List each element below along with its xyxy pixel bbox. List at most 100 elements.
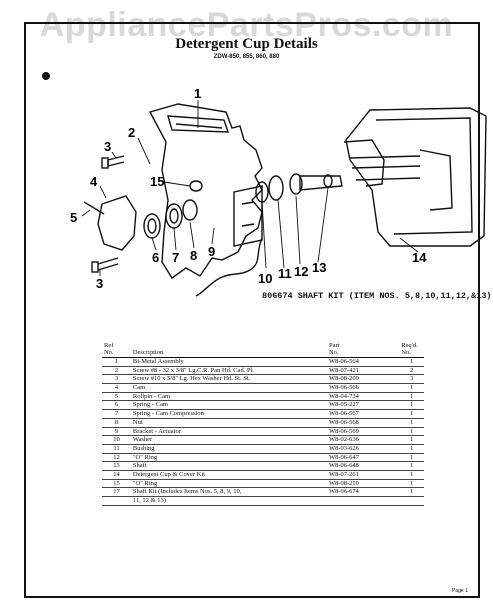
description-cell: Cam <box>130 383 327 393</box>
bushing-11 <box>268 175 284 201</box>
table-row: 11, 12 & 13) <box>102 496 424 506</box>
description-cell: "O" Ring <box>130 479 327 489</box>
part-number-cell: W8-03-626 <box>326 444 400 454</box>
nut <box>182 199 198 221</box>
ref-cell: 9 <box>102 427 131 437</box>
ref-cell: 12 <box>102 453 131 463</box>
description-cell: Spring - Cam <box>130 400 327 411</box>
part-number-cell: W8-06-567 <box>326 409 400 419</box>
wire-lead <box>195 237 263 297</box>
description-cell: Bi-Metal Assembly <box>130 357 327 367</box>
quantity-cell: 2 <box>399 366 424 376</box>
part-number-cell: W8-08-209 <box>326 374 400 385</box>
description-cell: Screw #10 x 5/8" Lg. Hex Washer Hd. St. … <box>130 374 327 385</box>
description-cell: 11, 12 & 13) <box>130 496 327 506</box>
quantity-cell: 1 <box>399 357 424 367</box>
quantity-cell: 1 <box>399 427 424 437</box>
part-number-cell: W8-07-261 <box>326 470 400 480</box>
part-number-cell: W8-07-421 <box>326 366 400 376</box>
screw-3-bottom <box>97 257 119 271</box>
callout-2: 2 <box>128 125 135 140</box>
description-cell: Nut <box>130 418 327 428</box>
description-header: Description <box>130 342 327 358</box>
shaft-13 <box>299 175 343 191</box>
bi-metal-assembly <box>148 103 263 280</box>
page-footer: Page 1 <box>452 588 468 594</box>
reqd-no-header: Req'd.No. <box>399 342 424 358</box>
o-ring-12 <box>289 173 303 195</box>
bullet-dot <box>42 72 50 80</box>
ref-cell: 6 <box>102 400 131 411</box>
quantity-cell: 1 <box>399 400 424 411</box>
quantity-cell: 1 <box>399 435 424 445</box>
callout-10: 10 <box>258 271 272 286</box>
description-cell: Bushing <box>130 444 327 454</box>
part-number-cell: W8-08-210 <box>326 479 400 489</box>
page-frame <box>24 22 480 598</box>
callout-5: 5 <box>70 210 77 225</box>
part-number-cell: W8-06-566 <box>326 383 400 393</box>
description-cell: Shaft Kit (Includes Items Nos. 5, 8, 9, … <box>130 487 327 497</box>
watermark: AppliancePartsPros.com <box>39 6 454 44</box>
callout-3-bottom: 3 <box>96 276 103 291</box>
quantity-cell: 1 <box>399 453 424 463</box>
quantity-cell <box>399 496 424 506</box>
description-cell: Detergent Cup & Cover Kit <box>130 470 327 480</box>
quantity-cell: 1 <box>399 392 424 402</box>
callout-1: 1 <box>194 86 201 101</box>
part-number-cell <box>326 496 400 506</box>
callout-9: 9 <box>208 244 215 259</box>
ref-cell: 15 <box>102 479 131 489</box>
ref-cell: 14 <box>102 470 131 480</box>
ref-cell: 7 <box>102 409 131 419</box>
page-title: Detergent Cup Details <box>175 36 318 52</box>
part-number-cell: W8-06-648 <box>326 461 400 471</box>
callout-8: 8 <box>190 248 197 263</box>
part-number-cell: W8-05-227 <box>326 400 400 411</box>
ref-cell: 5 <box>102 392 131 402</box>
quantity-cell: 1 <box>399 487 424 497</box>
description-cell: Bracket - Actuator <box>130 427 327 437</box>
callout-3-top: 3 <box>104 139 111 154</box>
part-number-cell: W8-06-564 <box>326 357 400 367</box>
actuator-bracket <box>233 185 263 247</box>
callout-11: 11 <box>278 266 292 281</box>
ref-cell: 11 <box>102 444 131 454</box>
callout-14: 14 <box>412 250 427 265</box>
quantity-cell: 1 <box>399 479 424 489</box>
quantity-cell: 1 <box>399 461 424 471</box>
callout-labels: 1 2 3 4 5 6 7 8 9 10 11 12 13 14 15 3 <box>70 86 427 291</box>
part-number-cell: W8-02-636 <box>326 435 400 445</box>
part-number-cell: W8-06-568 <box>326 418 400 428</box>
callout-6: 6 <box>152 250 159 265</box>
ref-cell: 1 <box>102 357 131 367</box>
o-ring-15 <box>189 180 203 192</box>
spring-cam <box>143 213 161 239</box>
leader-lines <box>81 100 419 276</box>
spring-compression <box>165 203 183 229</box>
quantity-cell: 1 <box>399 383 424 393</box>
bi-metal-strip <box>167 115 229 133</box>
part-number-cell: W8-06-647 <box>326 453 400 463</box>
ref-cell: 2 <box>102 366 131 376</box>
part-number-cell: W8-04-734 <box>326 392 400 402</box>
ref-cell: 17 <box>102 487 131 497</box>
description-cell: Shaft <box>130 461 327 471</box>
ref-cell: 4 <box>102 383 131 393</box>
description-cell: "O" Ring <box>130 453 327 463</box>
